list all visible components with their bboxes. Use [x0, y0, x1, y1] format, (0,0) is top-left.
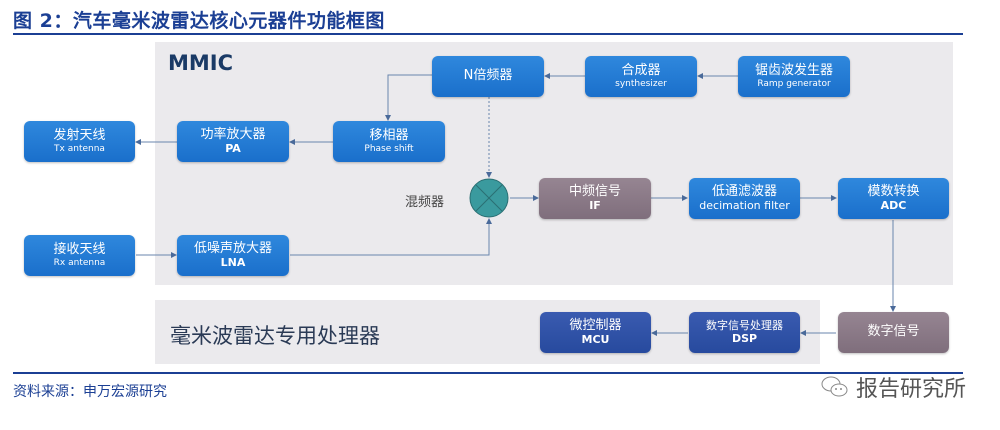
block-zh: 功率放大器 — [200, 126, 266, 142]
source-note: 资料来源：申万宏源研究 — [13, 384, 167, 400]
footer-rule — [13, 372, 963, 374]
block-phase-shift: 移相器 Phase shift — [333, 121, 445, 162]
figure-title: 图 2：汽车毫米波雷达核心元器件功能框图 — [13, 10, 385, 32]
block-en: synthesizer — [615, 78, 667, 89]
block-synthesizer: 合成器 synthesizer — [585, 56, 697, 97]
processor-label: 毫米波雷达专用处理器 — [170, 324, 380, 348]
block-n-multiplier: N倍频器 — [432, 56, 544, 97]
block-ramp-generator: 锯齿波发生器 Ramp generator — [738, 56, 850, 97]
block-en: DSP — [731, 331, 758, 345]
block-lna: 低噪声放大器 LNA — [177, 235, 289, 276]
block-zh: 低通滤波器 — [711, 183, 777, 199]
block-zh: 锯齿波发生器 — [754, 62, 833, 78]
arrow-nmult-phase — [385, 74, 432, 121]
block-zh: 接收天线 — [53, 241, 106, 257]
wechat-icon — [821, 376, 848, 397]
block-en: decimation filter — [699, 198, 790, 212]
block-zh: 模数转换 — [867, 183, 920, 199]
block-en: Tx antenna — [54, 143, 105, 154]
block-en: MCU — [581, 332, 610, 346]
watermark-text: 报告研究所 — [856, 377, 967, 402]
block-en: ADC — [880, 198, 907, 212]
block-zh: 移相器 — [369, 127, 409, 143]
block-adc: 模数转换 ADC — [838, 178, 949, 219]
block-en: LNA — [220, 255, 246, 269]
block-rx-antenna: 接收天线 Rx antenna — [24, 235, 135, 276]
mixer-label: 混频器 — [405, 195, 445, 210]
block-en: Rx antenna — [53, 257, 106, 268]
block-en: Ramp generator — [757, 78, 831, 89]
watermark: 报告研究所 — [820, 371, 966, 403]
block-if: 中频信号 IF — [539, 178, 651, 219]
arrow-lna-mixer — [290, 218, 492, 256]
block-digital-signal: 数字信号 — [838, 312, 949, 353]
block-en: IF — [589, 198, 601, 212]
block-zh: 数字信号 — [867, 324, 920, 340]
block-zh: 低噪声放大器 — [193, 240, 272, 256]
block-zh: 合成器 — [621, 62, 661, 78]
block-tx-antenna: 发射天线 Tx antenna — [24, 121, 135, 162]
block-mcu: 微控制器 MCU — [540, 312, 651, 353]
block-lowpass-filter: 低通滤波器 decimation filter — [689, 178, 800, 219]
mixer-icon — [469, 178, 509, 218]
block-zh: 数字信号处理器 — [706, 318, 783, 332]
title-rule — [13, 33, 963, 35]
block-dsp: 数字信号处理器 DSP — [689, 312, 800, 353]
block-en: Phase shift — [364, 143, 414, 154]
block-pa: 功率放大器 PA — [177, 121, 289, 162]
block-zh: 发射天线 — [53, 127, 106, 143]
block-en: PA — [225, 141, 241, 155]
mmic-label: MMIC — [168, 51, 234, 75]
block-zh: N倍频器 — [463, 68, 513, 84]
block-zh: 微控制器 — [569, 317, 622, 333]
block-zh: 中频信号 — [568, 183, 621, 199]
